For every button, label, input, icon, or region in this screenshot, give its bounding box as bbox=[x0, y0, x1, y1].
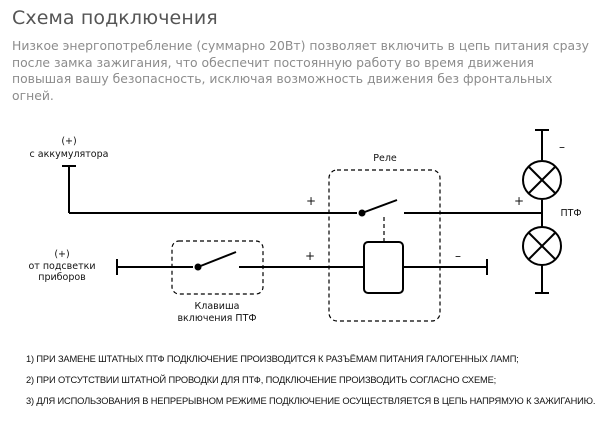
battery-plus: (+) bbox=[61, 136, 76, 147]
plus-top-wire: + bbox=[306, 194, 316, 208]
switch-label-line1: Клавиша bbox=[195, 301, 240, 312]
minus-coil: – bbox=[455, 249, 461, 263]
switch-label-line2: включения ПТФ bbox=[177, 313, 256, 324]
dashboard-plus: (+) bbox=[54, 249, 69, 260]
switch-contact-dot bbox=[194, 263, 202, 271]
switch-box bbox=[171, 240, 264, 295]
relay-box bbox=[328, 169, 441, 322]
note-item: 2) ПРИ ОТСУТСТВИИ ШТАТНОЙ ПРОВОДКИ ДЛЯ П… bbox=[26, 375, 497, 385]
description-text: Низкое энергопотребление (суммарно 20Вт)… bbox=[12, 38, 589, 103]
minus-lamp: – bbox=[559, 140, 565, 154]
dashboard-label-line2: приборов bbox=[38, 272, 86, 283]
battery-label: с аккумулятора bbox=[30, 149, 109, 160]
notes-list: 1) ПРИ ЗАМЕНЕ ШТАТНЫХ ПТФ ПОДКЛЮЧЕНИЕ ПР… bbox=[26, 353, 601, 416]
note-item: 1) ПРИ ЗАМЕНЕ ШТАТНЫХ ПТФ ПОДКЛЮЧЕНИЕ ПР… bbox=[26, 354, 519, 364]
dashboard-label-line1: от подсветки bbox=[28, 261, 95, 272]
relay-contact-lever bbox=[361, 199, 398, 214]
ptf-label: ПТФ bbox=[560, 208, 581, 219]
lamp-bottom bbox=[522, 226, 562, 266]
note-item: 3) ДЛЯ ИСПОЛЬЗОВАНИЯ В НЕПРЕРЫВНОМ РЕЖИМ… bbox=[26, 396, 596, 406]
plus-lamp-feed: + bbox=[514, 194, 524, 208]
relay-coil bbox=[363, 241, 404, 294]
lamp-top bbox=[522, 160, 562, 200]
switch-lever bbox=[197, 251, 237, 268]
relay-contact-dot bbox=[358, 209, 366, 217]
relay-label: Реле bbox=[373, 153, 397, 164]
plus-coil: + bbox=[305, 249, 315, 263]
page-title: Схема подключения bbox=[12, 7, 218, 29]
